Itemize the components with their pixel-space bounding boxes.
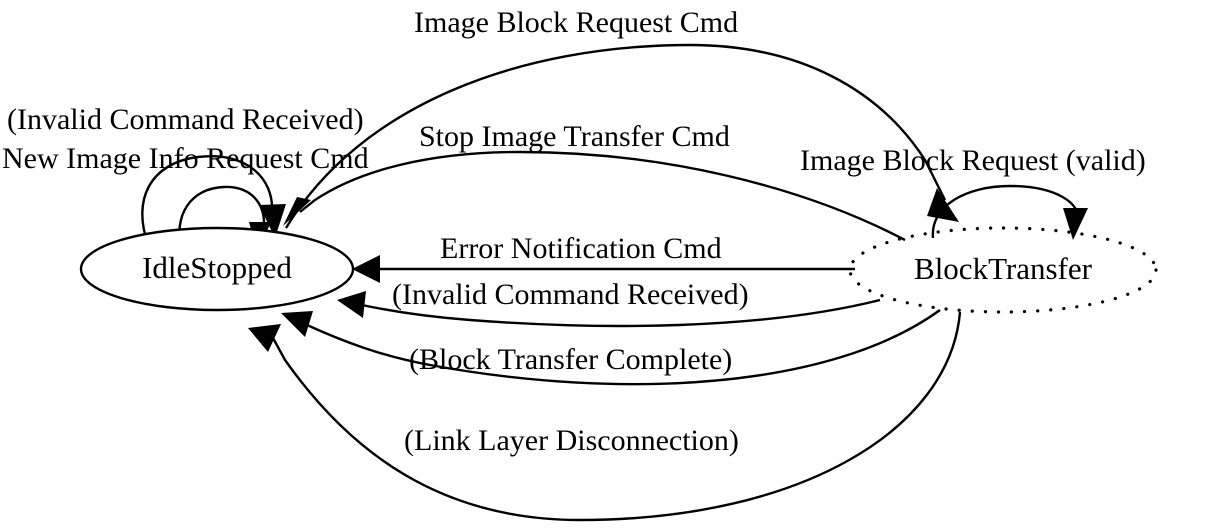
edge-path-self-invalid-command-received bbox=[141, 154, 274, 245]
edge-path-self-image-block-request-valid bbox=[931, 184, 1080, 239]
edge-image-block-request-cmd[interactable] bbox=[284, 43, 959, 229]
arrow-head-error-notification-cmd bbox=[352, 255, 380, 283]
edge-link-layer-disconnection[interactable] bbox=[248, 311, 962, 522]
edge-path-link-layer-disconnection bbox=[271, 311, 962, 522]
edge-label-stop-image-transfer-cmd: Stop Image Transfer Cmd bbox=[419, 120, 730, 153]
edge-stop-image-transfer-cmd[interactable] bbox=[283, 150, 906, 242]
edge-path-stop-image-transfer-cmd bbox=[299, 150, 906, 242]
edge-block-transfer-complete[interactable] bbox=[281, 309, 941, 386]
arrow-head-self-image-block-request-valid bbox=[1063, 208, 1088, 240]
edge-path-invalid-command-received-return bbox=[361, 298, 881, 328]
edge-invalid-command-received-return[interactable] bbox=[337, 291, 881, 328]
arrow-head-block-transfer-complete bbox=[281, 311, 313, 337]
edge-self-image-block-request-valid[interactable] bbox=[931, 184, 1088, 240]
edge-label-self-invalid-command-received: (Invalid Command Received) bbox=[7, 103, 364, 136]
edge-path-block-transfer-complete bbox=[306, 309, 941, 386]
edge-label-block-transfer-complete: (Block Transfer Complete) bbox=[409, 343, 733, 376]
edge-label-self-new-image-info-request-cmd: New Image Info Request Cmd bbox=[2, 142, 369, 175]
arrow-head-link-layer-disconnection bbox=[248, 324, 281, 352]
edge-path-image-block-request-cmd bbox=[284, 43, 947, 229]
edge-path-self-new-image-info-request-cmd bbox=[178, 185, 266, 253]
node-blocktransfer-ellipse bbox=[848, 226, 1158, 314]
node-idlestopped-ellipse bbox=[79, 226, 355, 312]
arrow-head-stop-image-transfer-cmd bbox=[283, 197, 311, 226]
edge-self-invalid-command-received[interactable] bbox=[141, 154, 286, 245]
edge-label-self-image-block-request-valid: Image Block Request (valid) bbox=[800, 144, 1146, 177]
node-blocktransfer-label: BlockTransfer bbox=[914, 251, 1093, 286]
edge-label-link-layer-disconnection: (Link Layer Disconnection) bbox=[404, 424, 739, 457]
edge-label-error-notification-cmd: Error Notification Cmd bbox=[440, 232, 722, 265]
arrow-head-self-invalid-command-received bbox=[259, 204, 286, 238]
arrow-head-image-block-request-cmd bbox=[927, 188, 959, 222]
edge-error-notification-cmd[interactable] bbox=[352, 255, 855, 283]
edge-label-invalid-command-received-return: (Invalid Command Received) bbox=[392, 278, 749, 311]
arrow-head-invalid-command-received-return bbox=[337, 291, 366, 318]
node-idlestopped-label: IdleStopped bbox=[142, 250, 292, 285]
node-idlestopped[interactable]: IdleStopped bbox=[79, 226, 355, 312]
edge-label-image-block-request-cmd: Image Block Request Cmd bbox=[414, 6, 739, 39]
node-blocktransfer[interactable]: BlockTransfer bbox=[848, 226, 1158, 314]
